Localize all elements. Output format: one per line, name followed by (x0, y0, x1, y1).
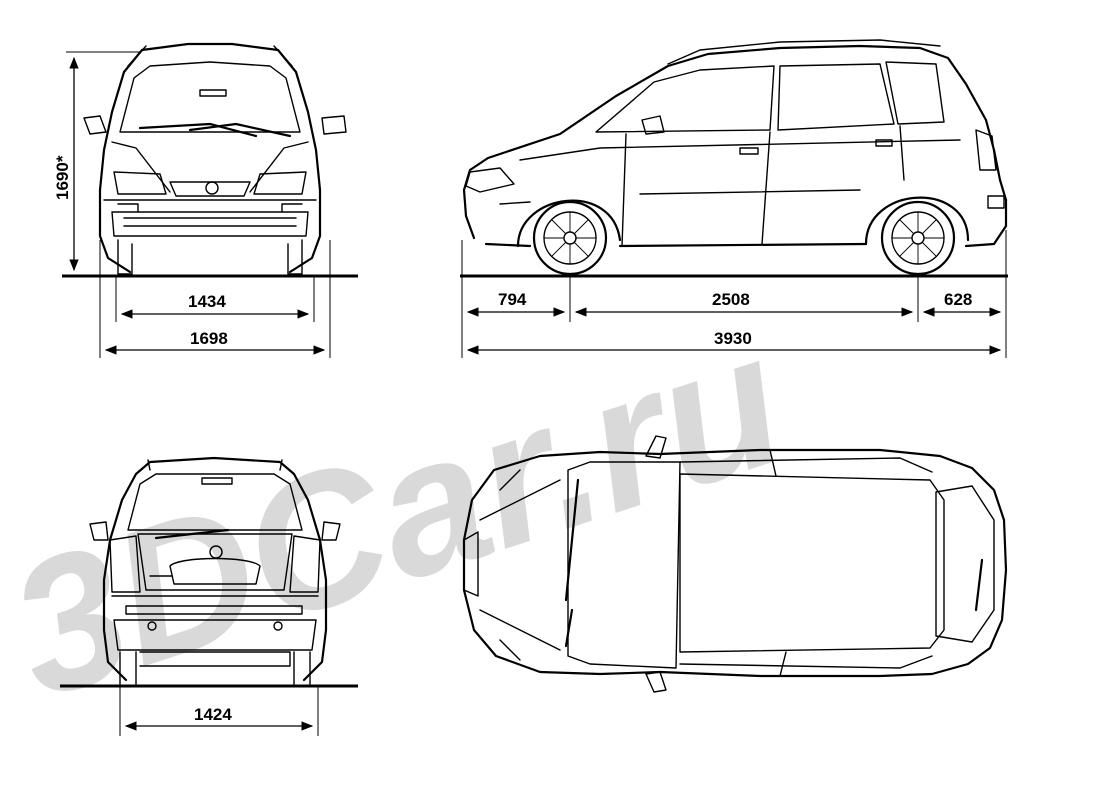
door-handles (739, 139, 893, 155)
front-tyres (117, 239, 303, 275)
quarter-window (885, 61, 945, 125)
overall-length-label: 3930 (714, 329, 752, 348)
rear-wheel-arch (864, 196, 970, 246)
top-left-mirror (645, 435, 667, 459)
roof-panel (679, 473, 945, 653)
front-track-label: 1434 (188, 292, 226, 311)
wheelbase-label: 2508 (712, 290, 750, 309)
rear-window (127, 473, 303, 531)
front-view: 1690* 1434 1698 (53, 42, 358, 358)
rear-side-window (777, 63, 895, 131)
front-body-outline (98, 42, 322, 274)
rear-overhang-label: 628 (944, 290, 972, 309)
front-overhang-label: 794 (498, 290, 527, 309)
top-windshield (567, 461, 681, 669)
top-view (462, 435, 1008, 693)
front-logo (205, 181, 219, 195)
top-rear-window (935, 485, 995, 643)
rear-body-outline (102, 456, 328, 682)
side-body-outline (462, 44, 1008, 248)
rear-tyres (119, 651, 311, 685)
rear-bumper (111, 595, 319, 667)
number-plate-recess (169, 557, 261, 585)
rear-view: 1424 (60, 456, 358, 736)
rear-left-mirror (89, 521, 109, 541)
top-wipers (564, 478, 580, 648)
left-headlight (113, 171, 167, 195)
rear-logo (209, 545, 223, 559)
windshield (119, 61, 301, 133)
left-tail-light (109, 535, 141, 593)
height-dim-label: 1690* (53, 155, 72, 200)
right-mirror (321, 115, 347, 135)
front-grille (169, 181, 251, 197)
overall-width-label: 1698 (190, 329, 228, 348)
right-tail-light (289, 535, 321, 593)
rear-wheel (880, 200, 956, 276)
left-mirror (83, 115, 107, 135)
front-wipers (138, 122, 292, 138)
front-side-window (595, 65, 775, 133)
side-view: 794 2508 628 3930 (460, 39, 1008, 358)
side-headlight (465, 167, 515, 193)
front-wheel (532, 200, 608, 276)
top-right-mirror (645, 671, 667, 693)
side-mirror (641, 115, 665, 135)
top-body-outline (462, 448, 1008, 678)
tailgate (137, 533, 293, 591)
rear-track-label: 1424 (194, 705, 232, 724)
right-headlight (253, 171, 307, 195)
front-bumper (103, 199, 317, 237)
rear-right-mirror (321, 521, 341, 541)
rear-lights-side (975, 129, 1005, 209)
